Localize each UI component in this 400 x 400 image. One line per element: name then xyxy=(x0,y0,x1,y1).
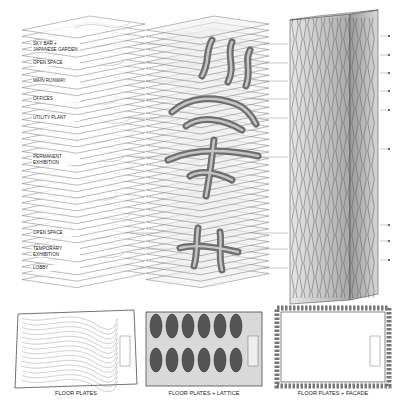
floor-label: OPEN SPACE xyxy=(32,60,80,65)
floor-label: SKY BAR + JAPANESE GARDEN xyxy=(32,41,80,52)
panel-caption: FLOOR PLATES + FACADE xyxy=(297,390,370,396)
lattice-tubes xyxy=(168,40,258,270)
floor-label: TEMPORARY EXHIBITION xyxy=(32,246,80,257)
floor-label: UTILITY PLANT xyxy=(32,115,80,120)
floor-plans xyxy=(15,308,389,392)
floor-label: LOBBY xyxy=(32,265,80,270)
lattice-plate-stack xyxy=(146,16,269,288)
panel-caption: FLOOR PLATES xyxy=(54,390,98,396)
floor-label: MAIN RUNWAY xyxy=(32,78,80,83)
floor-label: OPEN SPACE xyxy=(32,230,80,235)
facade-tower xyxy=(290,10,378,304)
floor-plate-stack xyxy=(22,16,145,288)
floor-label: OFFICES xyxy=(32,96,80,101)
floor-label: PERMANENT EXHIBITION xyxy=(32,154,80,165)
panel-caption: FLOOR PLATES + LATTICE xyxy=(168,390,241,396)
